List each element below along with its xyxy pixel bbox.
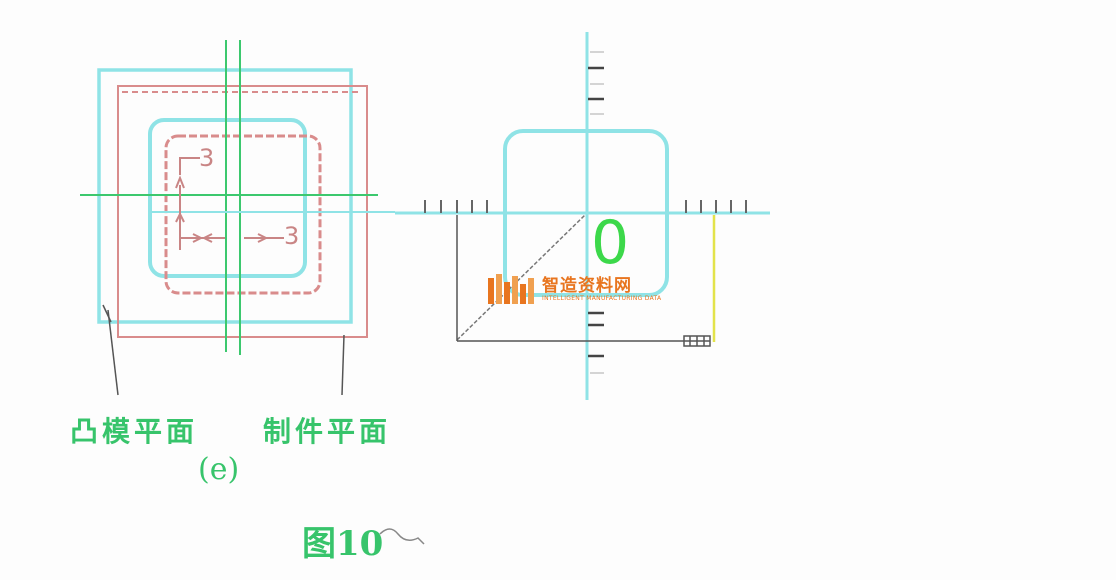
logo-name-en: INTELLIGENT MANUFACTURING DATA <box>542 295 662 302</box>
punch-leader-tick <box>102 304 112 323</box>
horizontal-axis-ticks <box>424 200 747 213</box>
vertical-axis-minor-ticks <box>590 51 604 374</box>
vertical-axis-ticks <box>588 66 604 358</box>
subfigure-label: (e) <box>198 452 240 487</box>
right-figure <box>395 32 770 400</box>
dimension-arrows <box>175 157 284 250</box>
dimension-label-right: 3 <box>284 222 300 250</box>
part-leader-line <box>341 334 345 396</box>
part-inner-outline <box>164 134 322 295</box>
punch-plane-label: 凸模平面 <box>70 415 199 448</box>
punch-section-outline <box>503 129 669 297</box>
figure-caption: 图10 <box>302 524 384 564</box>
left-figure <box>80 40 395 396</box>
logo-mark-icon <box>488 274 534 304</box>
punch-inner-outline <box>148 118 307 278</box>
punch-leader-line <box>107 309 119 396</box>
caption-squiggle <box>379 528 425 545</box>
zero-label: 0 <box>591 208 630 278</box>
part-plane-label: 制件平面 <box>263 415 392 448</box>
dimension-label-top: 3 <box>199 144 215 172</box>
watermark-logo: 智造资料网 INTELLIGENT MANUFACTURING DATA <box>486 272 661 308</box>
logo-name-cn: 智造资料网 <box>542 276 632 296</box>
